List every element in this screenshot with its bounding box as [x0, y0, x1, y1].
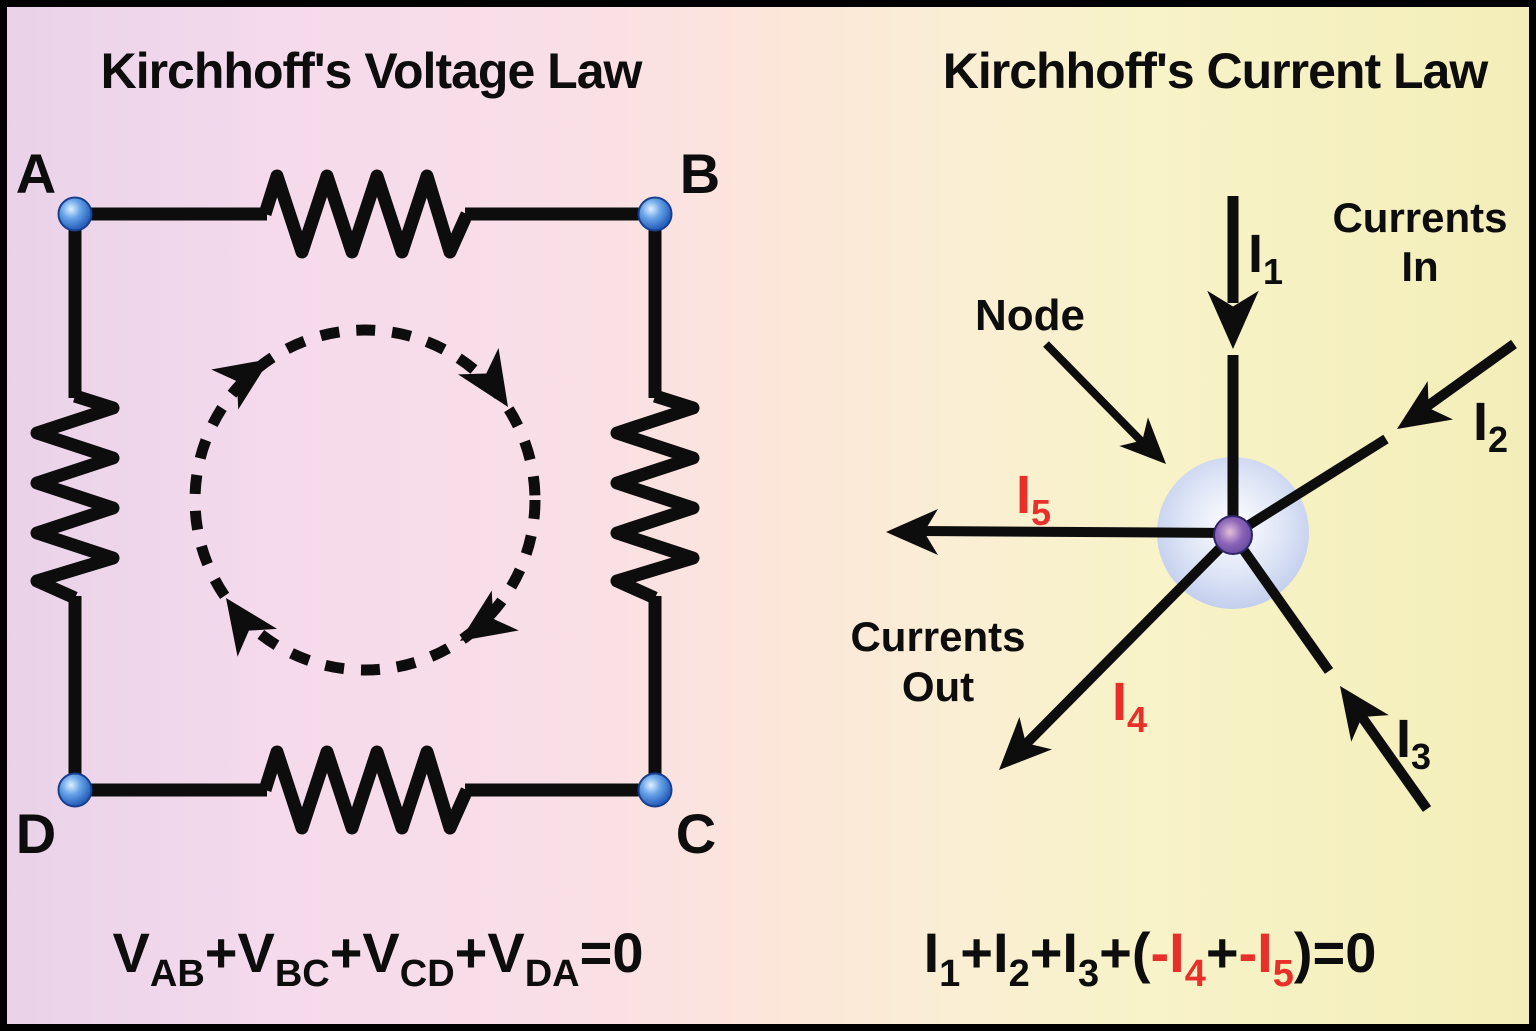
- kvl-panel: Kirchhoff's Voltage Law A B C D VAB+VBC: [16, 43, 720, 995]
- kcl-eq-piece: +I: [960, 921, 1008, 984]
- kvl-eq-term: V: [113, 921, 150, 984]
- node-callout-label: Node: [975, 291, 1085, 340]
- kcl-eq-sub: 2: [1009, 953, 1030, 995]
- kcl-equation: I1+I2+I3+(-I4+-I5)=0: [924, 921, 1377, 995]
- junction-dot-c: [637, 772, 673, 808]
- kcl-eq-piece: )=0: [1294, 921, 1377, 984]
- kcl-eq-sub: 3: [1078, 953, 1099, 995]
- loop-direction-circle: [189, 324, 541, 676]
- kvl-eq-term: =0: [580, 921, 644, 984]
- junction-dot-d: [57, 772, 93, 808]
- current-line-i2-inner: [1230, 434, 1389, 540]
- kvl-eq-sub: CD: [400, 953, 455, 995]
- current-line-i5: [919, 526, 1234, 538]
- node-label-c: C: [676, 802, 716, 865]
- resistor-right: [610, 389, 700, 604]
- junction-node-dot: [1213, 515, 1253, 555]
- kcl-eq-piece-red: -I: [1150, 921, 1184, 984]
- resistor-bottom: [258, 745, 473, 835]
- current-line-i3-inner: [1228, 532, 1334, 674]
- kcl-eq-sub: 1: [939, 953, 960, 995]
- kvl-eq-term: +V: [330, 921, 400, 984]
- kvl-eq-sub: AB: [150, 953, 205, 995]
- junction-dot-b: [637, 196, 673, 232]
- kvl-eq-term: +V: [455, 921, 525, 984]
- currents-in-label-line2: In: [1401, 243, 1438, 290]
- kcl-eq-piece: +: [1206, 921, 1239, 984]
- current-label-i5: I5: [1016, 465, 1051, 533]
- kvl-eq-sub: BC: [275, 953, 330, 995]
- kvl-title: Kirchhoff's Voltage Law: [101, 43, 643, 99]
- junction-dot-a: [57, 196, 93, 232]
- kvl-eq-term: +V: [205, 921, 275, 984]
- kcl-eq-piece: +(: [1099, 921, 1151, 984]
- kcl-eq-piece: I: [924, 921, 940, 984]
- kcl-eq-piece: +I: [1030, 921, 1078, 984]
- current-label-i2: I2: [1473, 392, 1508, 460]
- current-label-i1: I1: [1248, 224, 1283, 292]
- current-label-i3: I3: [1396, 709, 1431, 777]
- currents-in-label-line1: Currents: [1332, 194, 1507, 241]
- kcl-eq-sub-red: 4: [1185, 953, 1206, 995]
- node-pointer-line: [1043, 341, 1151, 451]
- resistor-top: [258, 169, 473, 259]
- kcl-eq-piece-red: -I: [1239, 921, 1273, 984]
- kvl-eq-sub: DA: [525, 953, 580, 995]
- kcl-eq-sub-red: 5: [1273, 953, 1294, 995]
- node-label-d: D: [16, 802, 56, 865]
- current-line-i3-shaft: [1347, 700, 1432, 812]
- kcl-title: Kirchhoff's Current Law: [943, 43, 1489, 99]
- current-line-i4: [1008, 531, 1237, 762]
- node-label-a: A: [16, 142, 56, 205]
- currents-out-label-line2: Out: [902, 663, 974, 710]
- kvl-equation: VAB+VBC+VCD+VDA=0: [113, 921, 644, 995]
- kcl-panel: Kirchhoff's Current Law Node Currents In…: [850, 43, 1517, 995]
- resistor-left: [30, 389, 120, 604]
- currents-out-label-line1: Currents: [850, 613, 1025, 660]
- node-label-b: B: [680, 142, 720, 205]
- current-label-i4: I4: [1112, 672, 1147, 740]
